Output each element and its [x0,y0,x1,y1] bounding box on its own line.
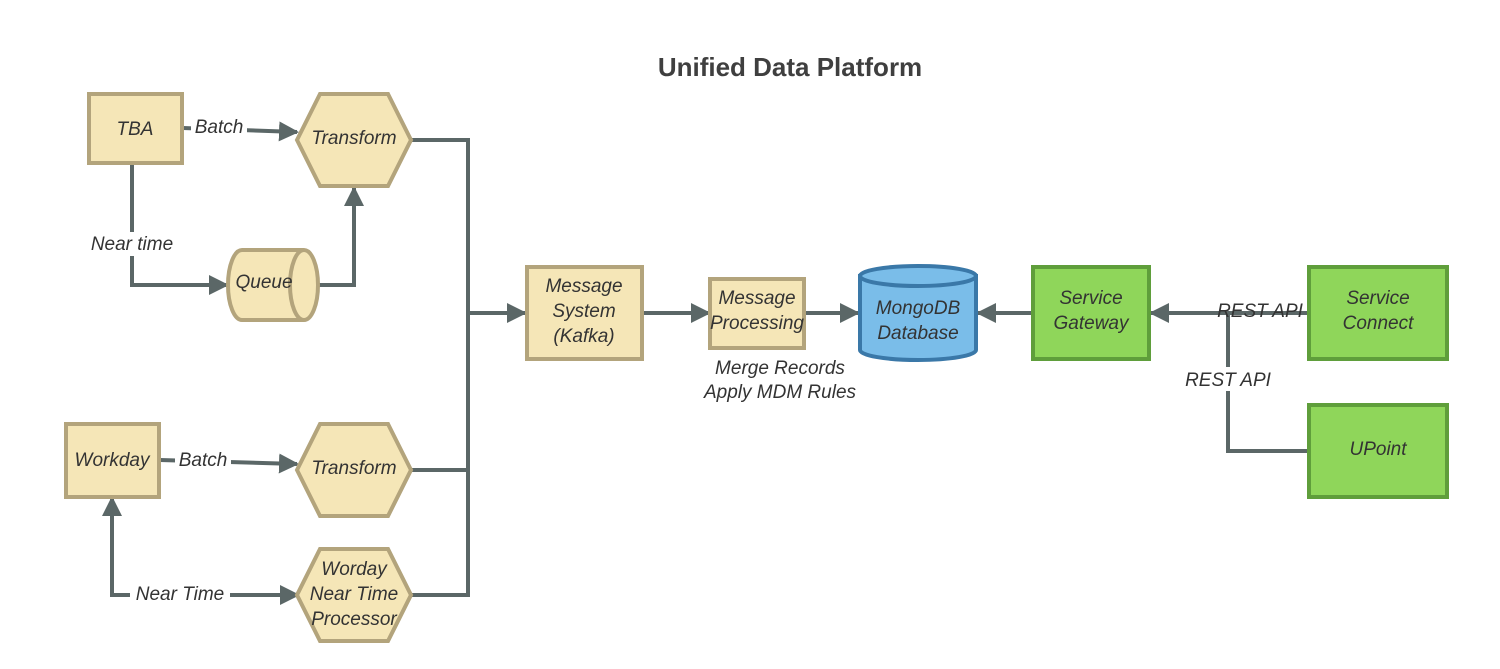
node-transform-bottom[interactable]: Transform [294,422,414,518]
node-tba[interactable]: TBA [87,92,184,165]
node-worday-processor-line1: Worday [321,559,388,580]
edge-workday-near-time [102,496,300,605]
node-service-connect[interactable]: Service Connect [1307,265,1449,361]
node-transform-top-label: Transform [311,128,396,149]
node-worday-processor-line3: Processor [311,609,397,630]
edge-bus-transform-top [412,138,470,597]
label-workday-near-time: Near Time [136,584,225,605]
label-tba-near-time: Near time [91,234,173,255]
edge-labels: Batch Near time Batch Near Time REST API… [84,114,1304,606]
connectors [102,121,1308,605]
label-rest-api-upoint: REST API [1185,370,1272,391]
label-workday-batch: Batch [179,450,228,471]
node-mongodb-line2: Database [877,323,958,344]
node-transform-top[interactable]: Transform [294,92,414,188]
node-mongodb[interactable]: MongoDB Database [858,264,978,362]
node-worday-processor-line2: Near Time [310,584,399,605]
node-worday-processor[interactable]: Worday Near Time Processor [294,547,414,643]
node-upoint-label: UPoint [1349,439,1407,460]
node-message-processing-line2: Processing [710,313,804,334]
edge-tba-to-queue [130,164,229,295]
diagram-title: Unified Data Platform [658,52,922,82]
node-mongodb-line1: MongoDB [876,298,961,319]
label-tba-batch: Batch [195,117,244,138]
edge-queue-to-transform [318,186,364,287]
node-queue[interactable]: Queue [226,248,320,322]
edge-upoint-to-gateway [1226,313,1308,453]
processing-note-line1: Merge Records [715,358,845,379]
node-message-processing[interactable]: Message Processing [708,277,806,350]
node-upoint[interactable]: UPoint [1307,403,1449,499]
node-message-system-line1: Message [545,276,622,297]
node-tba-label: TBA [117,119,154,140]
node-workday-label: Workday [75,450,151,471]
node-message-processing-line1: Message [718,288,795,309]
node-workday[interactable]: Workday [64,422,161,499]
node-service-gateway-line2: Gateway [1054,313,1130,334]
label-rest-api-connect: REST API [1217,301,1304,322]
node-message-system-line2: System [552,301,615,322]
node-service-gateway[interactable]: Service Gateway [1031,265,1151,361]
node-transform-bottom-label: Transform [311,458,396,479]
node-message-system-line3: (Kafka) [553,326,614,347]
node-queue-label: Queue [235,272,292,293]
processing-note-line2: Apply MDM Rules [703,382,857,403]
node-message-system[interactable]: Message System (Kafka) [525,265,644,361]
node-service-connect-line1: Service [1346,288,1409,309]
node-service-connect-line2: Connect [1343,313,1414,334]
node-service-gateway-line1: Service [1059,288,1122,309]
